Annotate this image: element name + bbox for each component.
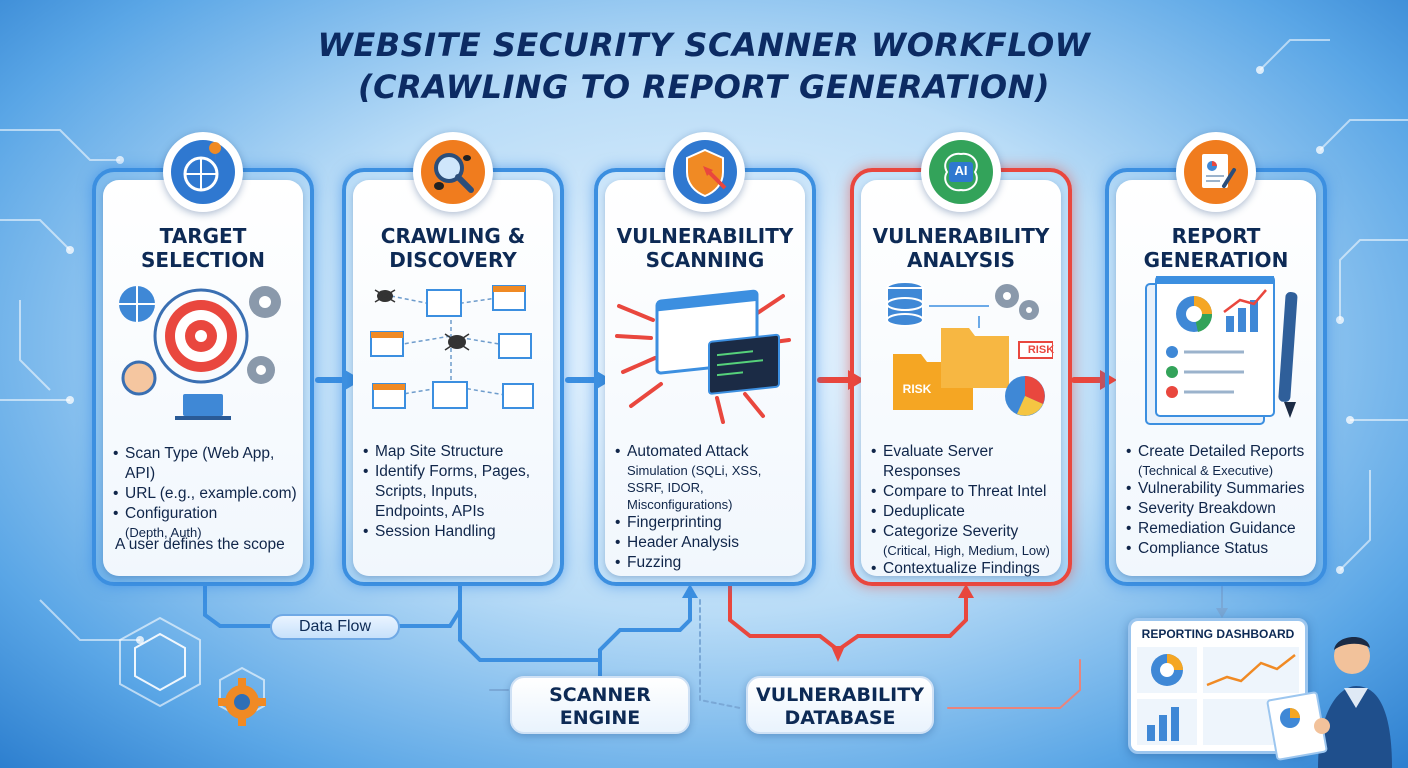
stage-badge <box>1176 132 1256 212</box>
scanner-engine-box: ScannerEngine <box>510 676 690 734</box>
bullet: Evaluate Server Responses <box>871 442 1055 482</box>
risk-analysis-illustration <box>886 281 1053 416</box>
bullet: URL (e.g., example.com) <box>113 484 297 504</box>
bullet: Fingerprinting <box>615 513 799 533</box>
title-line-1: Website Security Scanner Workflow <box>317 26 1091 64</box>
globe-location-icon <box>183 142 222 192</box>
vulnerability-database-box: VulnerabilityDatabase <box>746 676 934 734</box>
risk-label: RISK <box>1027 344 1055 356</box>
stage-bullets: Scan Type (Web App, API) URL (e.g., exam… <box>113 444 297 541</box>
stage-bullets: Evaluate Server Responses Compare to Thr… <box>871 442 1055 579</box>
bullet: Vulnerability Summaries <box>1126 479 1310 499</box>
stage-title: Crawling &Discovery <box>380 224 526 272</box>
bullet: Contextualize Findings <box>871 559 1055 579</box>
title-line-2: (Crawling to Report Generation) <box>358 68 1050 106</box>
magnifier-bugs-icon <box>434 153 474 193</box>
stage-card-crawling-discovery: Crawling &Discovery Map Site Structure I… <box>353 180 553 576</box>
stage-title: ReportGeneration <box>1143 224 1289 272</box>
stage-title: VulnerabilityAnalysis <box>872 224 1050 272</box>
stage-card-vulnerability-analysis: VulnerabilityAnalysis RISK RISK Evaluate… <box>861 180 1061 579</box>
gear-icon <box>218 678 266 726</box>
stage-badge <box>413 132 493 212</box>
bullet: Compare to Threat Intel <box>871 482 1055 502</box>
bullet: Remediation Guidance <box>1126 519 1310 539</box>
bullet: Scan Type (Web App, API) <box>113 444 297 484</box>
shield-attack-icon <box>686 148 727 198</box>
stage-bullets: Map Site Structure Identify Forms, Pages… <box>363 442 547 542</box>
stage-badge <box>163 132 243 212</box>
stage-title: VulnerabilityScanning <box>616 224 794 272</box>
bullet: Compliance Status <box>1126 539 1310 559</box>
bullet: Severity Breakdown <box>1126 499 1310 519</box>
stage-title: TargetSelection <box>141 224 265 272</box>
stage-badge: AI <box>921 132 1001 212</box>
stage-bullets: Create Detailed Reports(Technical & Exec… <box>1126 442 1310 559</box>
stage-card-target-selection: TargetSelection Scan Type (Web App, API)… <box>103 180 303 576</box>
bullet: Create Detailed Reports(Technical & Exec… <box>1126 442 1310 479</box>
bullet: Identify Forms, Pages, Scripts, Inputs, … <box>363 462 547 522</box>
bullet: Fuzzing <box>615 553 799 573</box>
stage-card-vulnerability-scanning: VulnerabilityScanning Automated AttackSi… <box>605 180 805 576</box>
dashboard-title: Reporting Dashboard <box>1141 627 1295 641</box>
stage-note: A user defines the scope <box>115 536 285 553</box>
page-title: Website Security Scanner Workflow (Crawl… <box>0 24 1408 108</box>
data-flow-label: Data Flow <box>270 614 400 640</box>
report-illustration <box>1145 276 1298 425</box>
report-document-icon <box>1202 154 1236 188</box>
target-illustration <box>119 286 281 420</box>
bullet: Session Handling <box>363 522 547 542</box>
bullet: Configuration(Depth, Auth) <box>113 504 297 541</box>
bullet: Map Site Structure <box>363 442 547 462</box>
attack-window-illustration <box>615 289 791 424</box>
analyst-person-illustration <box>1266 636 1392 768</box>
stage-badge <box>665 132 745 212</box>
bullet: Categorize Severity(Critical, High, Medi… <box>871 522 1055 559</box>
bullet: Header Analysis <box>615 533 799 553</box>
bullet: Deduplicate <box>871 502 1055 522</box>
ai-badge-text: AI <box>954 163 968 178</box>
crawler-map-illustration <box>370 285 534 409</box>
risk-label: RISK <box>902 382 932 396</box>
stage-card-report-generation: ReportGeneration Create Detailed Reports… <box>1116 180 1316 576</box>
ai-brain-icon <box>944 152 978 192</box>
